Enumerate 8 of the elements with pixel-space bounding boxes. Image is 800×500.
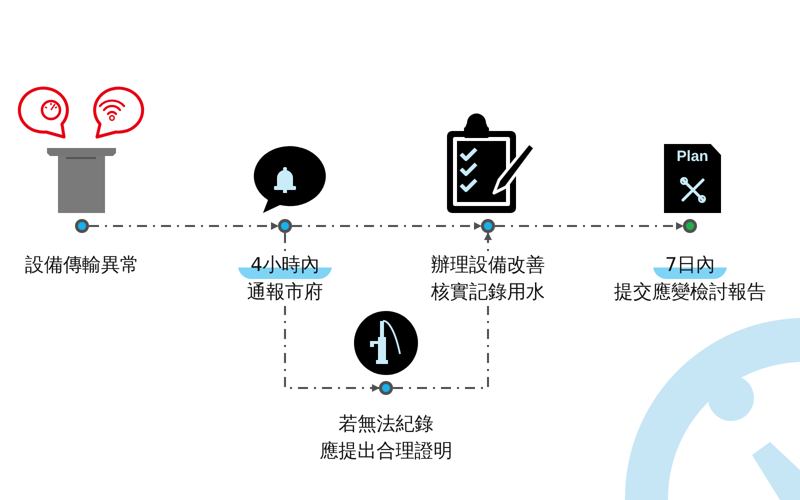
dash-dot-arrow <box>292 222 482 230</box>
document-title: Plan <box>676 148 708 166</box>
dash-dot-arrow <box>495 222 684 230</box>
highlighted-time-text: 7日內 <box>652 252 728 279</box>
dash-dot-arrow <box>89 222 279 230</box>
highlighted-time-text: 4小時內 <box>238 252 332 279</box>
step-text: 核實記錄用水 <box>431 279 545 306</box>
step-text: 通報市府 <box>247 279 323 306</box>
